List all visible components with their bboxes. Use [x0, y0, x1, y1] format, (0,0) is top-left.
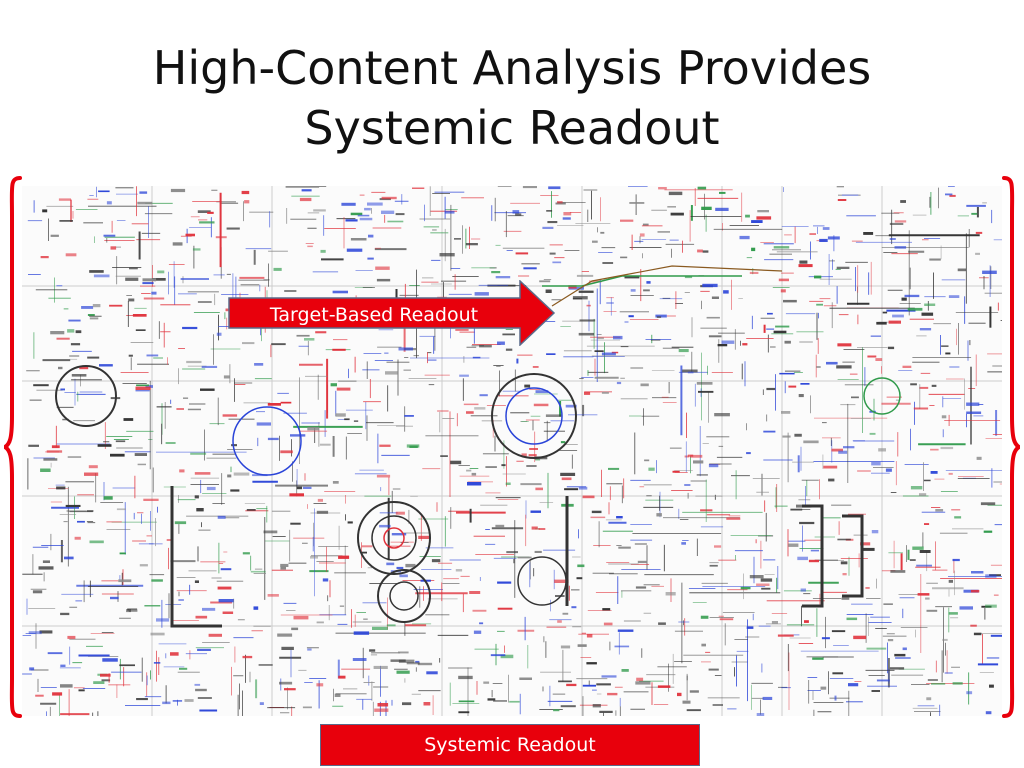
title-line-1: High-Content Analysis Provides — [152, 41, 872, 95]
panel-grid — [22, 186, 1002, 716]
target-readout-arrow — [228, 280, 556, 346]
pathway-loops — [55, 265, 901, 628]
target-readout-label: Target-Based Readout — [269, 304, 479, 326]
title-line-2: Systemic Readout — [304, 101, 720, 155]
systemic-readout-box: Systemic Readout — [320, 724, 700, 766]
left-curly-brace — [4, 176, 22, 718]
pathway-connections — [22, 186, 1002, 716]
pathway-map — [22, 186, 1002, 716]
slide-title: High-Content Analysis Provides Systemic … — [0, 38, 1024, 158]
right-curly-brace — [1002, 176, 1020, 718]
